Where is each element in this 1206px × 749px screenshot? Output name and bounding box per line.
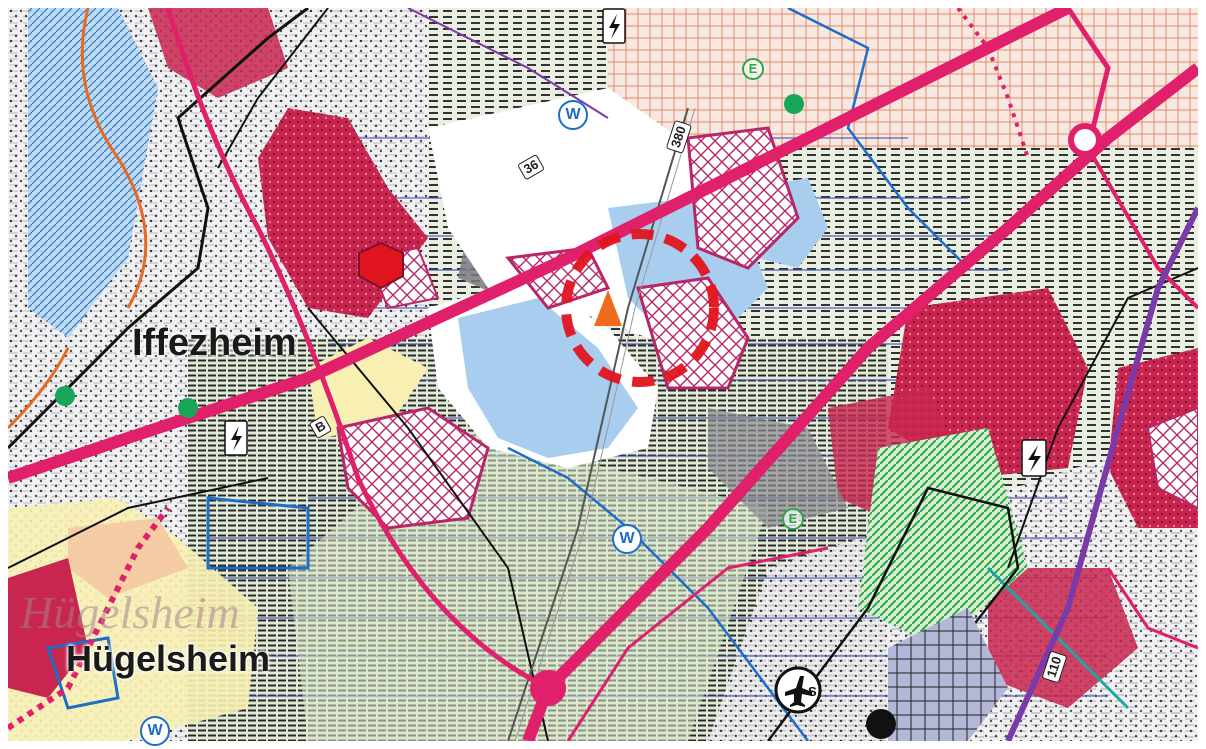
- main-road-b36: [8, 8, 1071, 484]
- energy-badge-icon: E: [742, 58, 764, 80]
- pink-road-west: [165, 8, 550, 691]
- purple-line-north: [407, 8, 609, 119]
- black-line-center: [307, 307, 549, 741]
- airport-icon: [774, 666, 822, 714]
- energy-badge-icon-south: E: [782, 508, 804, 530]
- water-line-north: [787, 8, 969, 269]
- settlement-south-east: [988, 568, 1138, 708]
- lightning-icon-east: [1021, 439, 1047, 477]
- railway-north: [217, 8, 329, 169]
- water-boundary-1: [206, 496, 310, 570]
- black-line-south-west: [8, 477, 269, 569]
- lightning-icon: [224, 420, 248, 456]
- black-dot-south: [866, 709, 896, 739]
- settlement-north: [148, 8, 288, 98]
- airport-s-label: S: [808, 684, 817, 699]
- green-hatch-east: [858, 428, 1028, 648]
- water-protection-west: [28, 8, 158, 338]
- road-junction-node: [530, 670, 566, 706]
- lake-south: [458, 298, 638, 458]
- pink-road-south-east: [1106, 567, 1198, 650]
- teal-line-south-east: [986, 566, 1130, 710]
- highlight-circle: [561, 229, 719, 387]
- railway-west: [8, 8, 309, 450]
- location-marker-icon: [594, 290, 622, 326]
- lightning-icon-north: [602, 8, 626, 44]
- green-dot-1: [55, 386, 75, 406]
- settlement-huegelsheim-west: [8, 558, 88, 698]
- water-badge-icon-south: W: [612, 524, 642, 554]
- extraction-area-2: [636, 276, 750, 390]
- town-label-iffezheim[interactable]: Iffezheim: [132, 322, 297, 364]
- industrial-area-south: [708, 408, 848, 528]
- town-label-huegelsheim[interactable]: Hügelsheim: [66, 638, 271, 679]
- pink-road-south: [566, 546, 829, 741]
- grid-area-south-east: [888, 608, 1008, 741]
- hexagon-icon: [358, 241, 404, 290]
- green-dot-2: [178, 398, 198, 418]
- pink-road-north-east: [1065, 8, 1111, 149]
- orange-boundary-1: [80, 8, 148, 309]
- orange-boundary-2: [8, 347, 70, 430]
- green-dot-3: [784, 94, 804, 114]
- map-frame[interactable]: [8, 8, 1198, 741]
- dotted-border-south-west: [8, 506, 171, 731]
- map-canvas[interactable]: [8, 8, 1198, 741]
- water-badge-icon: W: [558, 100, 588, 130]
- extraction-area-6: [1146, 406, 1198, 510]
- peach-zone: [68, 518, 188, 598]
- extraction-area-3: [336, 406, 490, 530]
- pink-road-east: [1086, 146, 1198, 310]
- ghost-town-label: Hügelsheim: [20, 587, 240, 638]
- purple-line-east: [1005, 206, 1198, 741]
- orange-grid-north-east: [608, 8, 1198, 148]
- water-badge-icon-south-west: W: [140, 716, 170, 746]
- roundabout-icon: [1068, 123, 1102, 157]
